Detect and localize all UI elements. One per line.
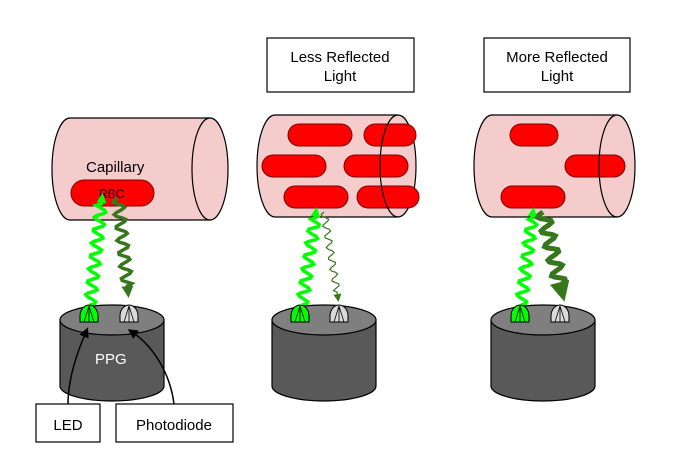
- photodiode-callout-box: [115, 403, 234, 443]
- photodiode-dome-icon: [550, 304, 570, 323]
- panel-less-reflected: Less Reflected Light: [256, 37, 420, 402]
- emitted-light-wave: [514, 207, 540, 307]
- capillary-tube-sparse-end: [598, 114, 618, 218]
- led-dome-icon: [290, 304, 310, 323]
- emitted-light-wave: [295, 207, 322, 307]
- rbc-group-sparse: [500, 123, 626, 209]
- red-blood-cell: [70, 179, 155, 207]
- emitted-light-wave: [83, 193, 108, 307]
- led-dome-icon: [79, 304, 99, 323]
- capillary-tube-dense-end: [379, 114, 399, 218]
- photodiode-dome-icon: [329, 304, 349, 323]
- rbc-group-dense: [261, 123, 420, 209]
- panel-more-reflected: More Reflected Light: [473, 37, 636, 402]
- led-dome-icon: [510, 304, 530, 323]
- more-reflected-title-line2: Light: [541, 68, 574, 85]
- reflected-light-wave-weak: [320, 211, 342, 302]
- photodiode-dome-icon: [119, 304, 139, 323]
- capillary-label: Capillary: [86, 159, 145, 176]
- ppg-sensor: [490, 304, 596, 402]
- photodiode-pointer-arrow: [127, 329, 175, 405]
- reflected-light-wave-strong: [534, 209, 570, 302]
- reflected-light-wave: [111, 196, 136, 298]
- less-reflected-title-line2: Light: [324, 68, 357, 85]
- panel-basic: Capillary RBC PPG LED Photodiode: [35, 117, 234, 443]
- led-label: LED: [53, 417, 82, 434]
- more-reflected-title-line1: More Reflected: [506, 49, 608, 66]
- ppg-sensor: [271, 304, 377, 402]
- ppg-label: PPG: [95, 351, 127, 368]
- photodiode-label: Photodiode: [136, 417, 212, 434]
- led-pointer-arrow: [67, 327, 89, 405]
- less-reflected-title-line1: Less Reflected: [290, 49, 389, 66]
- more-reflected-title-box: [483, 37, 631, 93]
- led-callout-box: [35, 403, 101, 443]
- less-reflected-title-box: [266, 37, 415, 93]
